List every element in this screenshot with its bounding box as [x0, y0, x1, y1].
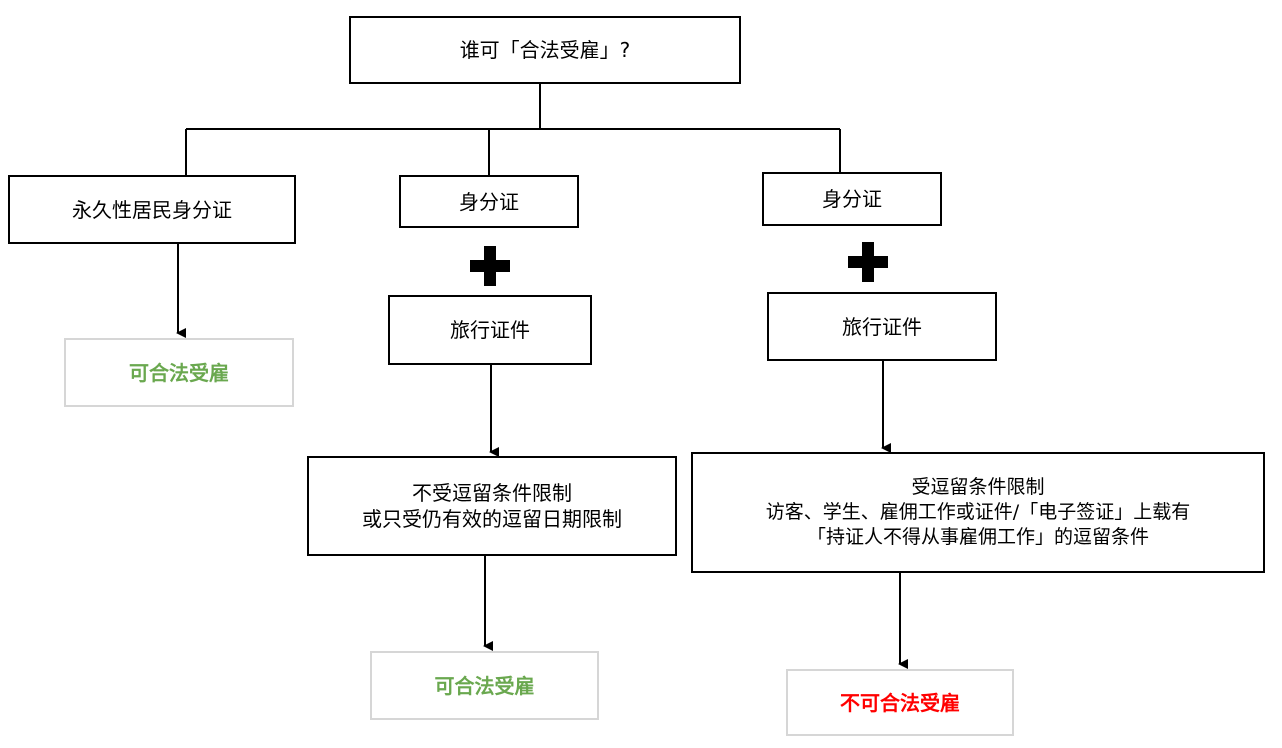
middle-document-box: 身分证	[399, 175, 579, 228]
middle-condition-box: 不受逗留条件限制 或只受仍有效的逗留日期限制	[307, 456, 677, 556]
right-result-box: 不可合法受雇	[786, 669, 1014, 736]
right-document-label: 身分证	[822, 187, 882, 211]
middle-result-box: 可合法受雇	[370, 651, 599, 720]
right-condition-line: 访客、学生、雇佣工作或证件/「电子签证」上载有	[765, 501, 1191, 524]
right-condition-line: 受逗留条件限制	[911, 476, 1045, 499]
right-condition-line: 「持证人不得从事雇佣工作」的逗留条件	[806, 525, 1149, 548]
question-box: 谁可「合法受雇」?	[349, 16, 741, 84]
left-document-label: 永久性居民身分证	[72, 197, 232, 222]
left-document-box: 永久性居民身分证	[8, 175, 296, 244]
middle-condition-line: 不受逗留条件限制	[412, 481, 572, 505]
right-travel-document-box: 旅行证件	[767, 292, 997, 361]
middle-document-label: 身分证	[459, 189, 519, 214]
middle-result-label: 可合法受雇	[434, 673, 535, 698]
middle-travel-document-box: 旅行证件	[388, 295, 592, 365]
middle-travel-document-label: 旅行证件	[450, 318, 530, 342]
middle-condition-line: 或只受仍有效的逗留日期限制	[362, 507, 622, 531]
question-text: 谁可「合法受雇」?	[459, 38, 631, 62]
left-result-box: 可合法受雇	[64, 338, 294, 407]
right-condition-box: 受逗留条件限制 访客、学生、雇佣工作或证件/「电子签证」上载有 「持证人不得从事…	[691, 452, 1265, 573]
right-travel-document-label: 旅行证件	[842, 314, 922, 339]
right-document-box: 身分证	[762, 172, 942, 226]
left-result-label: 可合法受雇	[129, 360, 229, 385]
plus-icon	[848, 242, 888, 282]
right-result-label: 不可合法受雇	[840, 690, 960, 715]
plus-icon	[470, 246, 510, 286]
